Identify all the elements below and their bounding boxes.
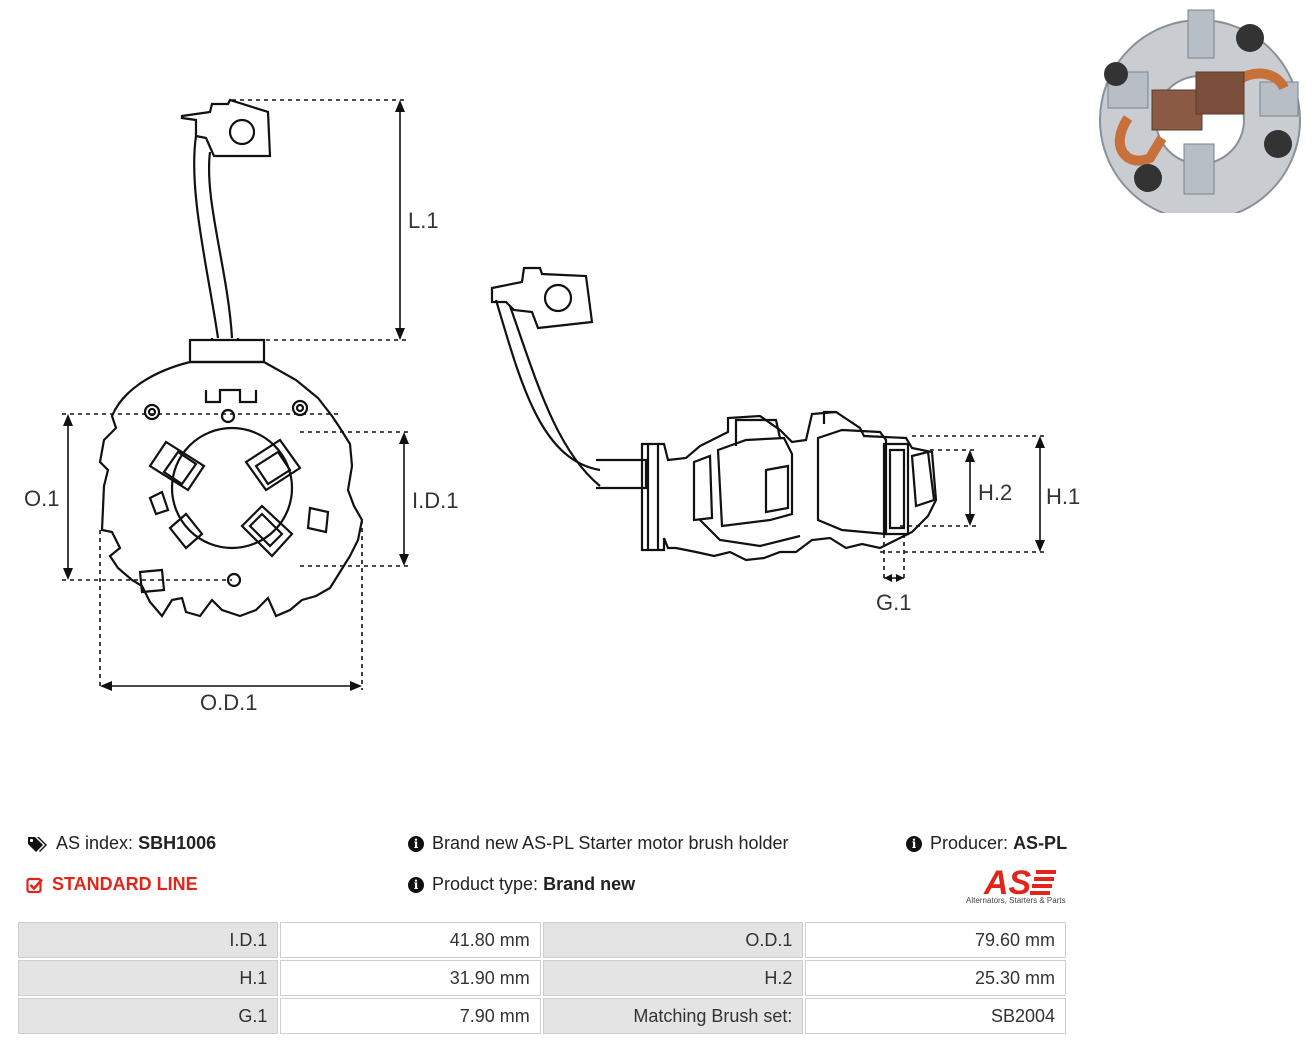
table-row: I.D.1 41.80 mm O.D.1 79.60 mm (18, 922, 1066, 958)
as-index-value: SBH1006 (138, 833, 217, 853)
logo-tagline: Alternators, Starters & Parts (966, 896, 1066, 905)
terminal-lug-front (180, 98, 272, 158)
tags-icon (28, 836, 47, 852)
brush-box-side-2 (816, 410, 888, 536)
product-type-value: Brand new (543, 874, 636, 894)
param-value: 31.90 mm (280, 960, 541, 996)
brush-box-side-1 (716, 418, 794, 528)
dim-label-id1: I.D.1 (412, 488, 458, 513)
dim-label-h1: H.1 (1046, 484, 1080, 509)
brush-box-front-2 (244, 438, 302, 492)
producer-value: AS-PL (1013, 833, 1068, 853)
product-line-label: STANDARD LINE (52, 874, 198, 894)
brush-plate-side (640, 410, 938, 562)
description-row: i Brand new AS-PL Starter motor brush ho… (408, 833, 789, 854)
product-photo (1099, 9, 1301, 213)
brush-box-front-4 (168, 512, 204, 550)
product-type-row: i Product type: Brand new (408, 874, 635, 895)
dim-label-g1: G.1 (876, 590, 911, 615)
param-value: 25.30 mm (805, 960, 1066, 996)
param-key: H.2 (542, 960, 804, 996)
product-type-label: Product type: (432, 874, 539, 894)
product-line-row: STANDARD LINE (26, 874, 198, 895)
as-pl-logo: AS (983, 864, 1056, 902)
as-index-row: AS index: SBH1006 (26, 833, 216, 854)
terminal-lug-side (490, 266, 594, 330)
dim-label-o1: O.1 (24, 486, 59, 511)
brush-box-front-3 (240, 504, 294, 558)
info-icon: i (906, 835, 922, 852)
svg-text:AS: AS (983, 864, 1032, 902)
info-icon: i (408, 876, 424, 893)
producer-label: Producer: (930, 833, 1009, 853)
as-index-label: AS index: (56, 833, 134, 853)
param-key: O.D.1 (542, 922, 804, 958)
lead-wire-side (494, 299, 601, 487)
param-value: 79.60 mm (805, 922, 1066, 958)
description-text: Brand new AS-PL Starter motor brush hold… (432, 833, 789, 853)
brush-plate-front (98, 360, 364, 618)
parameters-table: I.D.1 41.80 mm O.D.1 79.60 mm H.1 31.90 … (16, 920, 1068, 1036)
param-value: 7.90 mm (280, 998, 541, 1034)
brush-box-front-1 (148, 440, 206, 492)
param-key: G.1 (18, 998, 279, 1034)
producer-row: i Producer: AS-PL (906, 833, 1067, 854)
param-value: SB2004 (805, 998, 1066, 1034)
technical-drawing: L.1 O.1 I.D.1 O.D.1 H.1 H.2 G.1 (24, 98, 1080, 715)
param-key: H.1 (18, 960, 279, 996)
dim-label-od1: O.D.1 (200, 690, 257, 715)
check-square-icon (26, 877, 43, 893)
info-icon: i (408, 835, 424, 852)
param-key: Matching Brush set: (542, 998, 804, 1034)
lead-wire-front (193, 135, 234, 339)
param-value: 41.80 mm (280, 922, 541, 958)
brush-block-side (882, 442, 910, 536)
table-row: G.1 7.90 mm Matching Brush set: SB2004 (18, 998, 1066, 1034)
table-row: H.1 31.90 mm H.2 25.30 mm (18, 960, 1066, 996)
dim-label-h2: H.2 (978, 480, 1012, 505)
param-key: I.D.1 (18, 922, 279, 958)
dim-label-l1: L.1 (408, 208, 439, 233)
